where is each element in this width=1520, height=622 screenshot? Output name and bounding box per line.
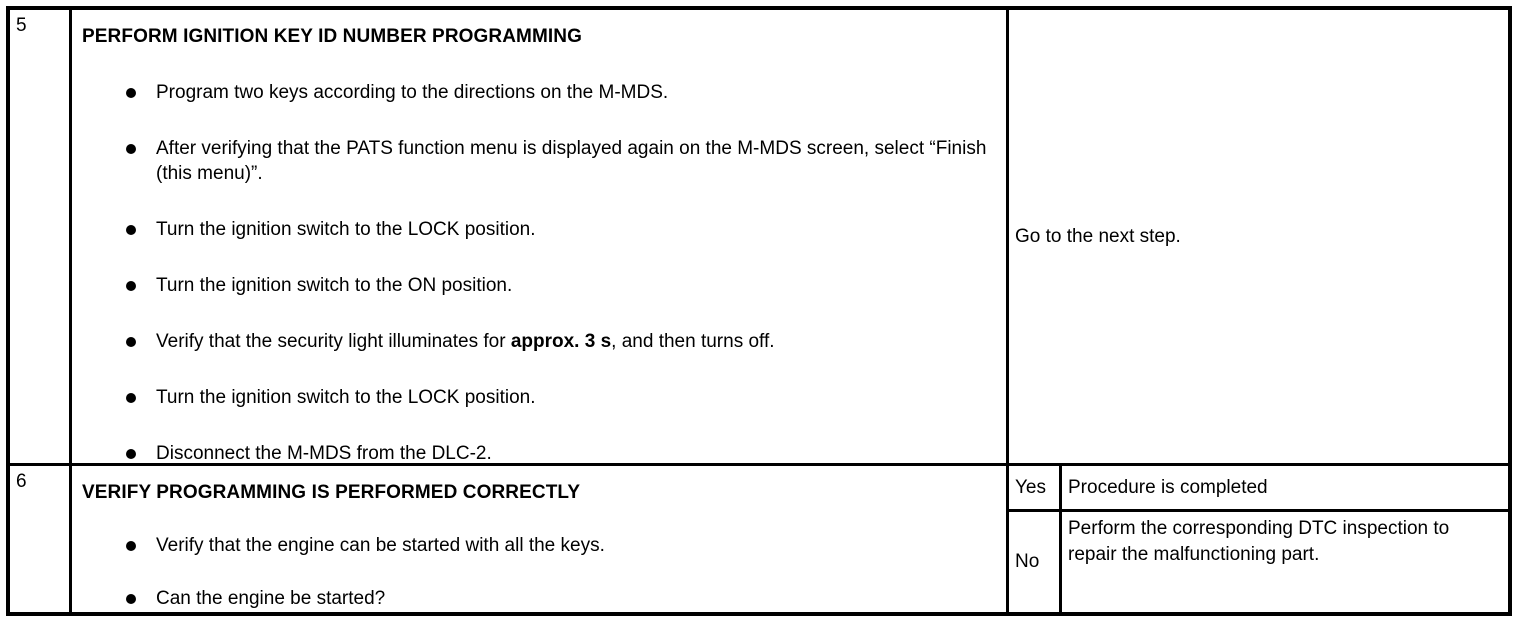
step-bullet-list-6: Verify that the engine can be started wi… [82, 533, 996, 611]
bullet-icon [126, 449, 136, 459]
result-row-no: No Perform the corresponding DTC inspect… [1009, 512, 1508, 612]
bullet-icon [126, 281, 136, 291]
bullet-icon [126, 594, 136, 604]
result-text-yes: Procedure is completed [1068, 476, 1268, 498]
step-heading-6: VERIFY PROGRAMMING IS PERFORMED CORRECTL… [82, 482, 581, 503]
list-item: Turn the ignition switch to the LOCK pos… [126, 217, 996, 242]
step-number-cell-6: 6 [10, 466, 72, 612]
step-bullet-list-5: Program two keys according to the direct… [82, 80, 996, 463]
bullet-icon [126, 541, 136, 551]
step-number-6: 6 [16, 471, 27, 492]
list-item: Verify that the engine can be started wi… [126, 533, 996, 558]
bullet-icon [126, 144, 136, 154]
bullet-text-post: , and then turns off. [611, 331, 775, 352]
bullet-icon [126, 88, 136, 98]
bullet-text: Verify that the engine can be started wi… [156, 535, 605, 556]
list-item: Disconnect the M-MDS from the DLC-2. [126, 441, 996, 463]
bullet-text: Program two keys according to the direct… [156, 82, 669, 103]
result-label-no: No [1009, 512, 1062, 612]
list-item: Can the engine be started? [126, 586, 996, 611]
result-label-yes: Yes [1009, 466, 1062, 509]
bullet-icon [126, 337, 136, 347]
bullet-text: Can the engine be started? [156, 588, 386, 609]
result-row-yes: Yes Procedure is completed [1009, 466, 1508, 512]
bullet-text: Disconnect the M-MDS from the DLC-2. [156, 443, 492, 463]
step-result-cell-6: Yes Procedure is completed No Perform th… [1009, 466, 1508, 612]
step-number-cell-5: 5 [10, 10, 72, 463]
bullet-text-pre: Verify that the security light illuminat… [156, 331, 511, 352]
result-text-no: Perform the corresponding DTC inspection… [1068, 518, 1450, 565]
diagnostic-procedure-table: 5 PERFORM IGNITION KEY ID NUMBER PROGRAM… [6, 6, 1512, 616]
bullet-icon [126, 225, 136, 235]
list-item: Turn the ignition switch to the LOCK pos… [126, 385, 996, 410]
bullet-text: Turn the ignition switch to the ON posit… [156, 275, 513, 296]
step-number-5: 5 [16, 15, 27, 36]
table-row-step-5: 5 PERFORM IGNITION KEY ID NUMBER PROGRAM… [10, 10, 1508, 463]
step-heading-5: PERFORM IGNITION KEY ID NUMBER PROGRAMMI… [82, 26, 582, 47]
bullet-text: Turn the ignition switch to the LOCK pos… [156, 387, 536, 408]
list-item: Program two keys according to the direct… [126, 80, 996, 105]
bullet-text-emphasis: approx. 3 s [510, 331, 612, 352]
list-item: After verifying that the PATS function m… [126, 136, 996, 186]
bullet-icon [126, 393, 136, 403]
step-action-cell-5: PERFORM IGNITION KEY ID NUMBER PROGRAMMI… [72, 10, 1009, 463]
step-action-cell-6: VERIFY PROGRAMMING IS PERFORMED CORRECTL… [72, 466, 1009, 612]
bullet-text: Turn the ignition switch to the LOCK pos… [156, 219, 536, 240]
table-row-step-6: 6 VERIFY PROGRAMMING IS PERFORMED CORREC… [10, 463, 1508, 612]
list-item: Verify that the security light illuminat… [126, 329, 996, 354]
bullet-text: After verifying that the PATS function m… [156, 138, 987, 184]
result-text-5: Go to the next step. [1015, 225, 1181, 247]
step-result-cell-5: Go to the next step. [1009, 10, 1508, 463]
list-item: Turn the ignition switch to the ON posit… [126, 273, 996, 298]
